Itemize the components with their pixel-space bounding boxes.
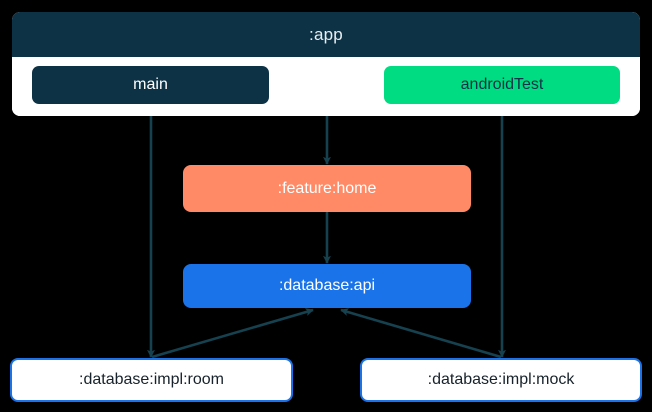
source-set-androidtest[interactable]: androidTest bbox=[384, 66, 620, 104]
node-database-impl-room[interactable]: :database:impl:room bbox=[10, 358, 293, 402]
app-module-title: :app bbox=[309, 24, 343, 44]
node-feature-home[interactable]: :feature:home bbox=[183, 165, 471, 212]
app-module-header: :app bbox=[12, 12, 640, 57]
edge-impl-room-to-database-api bbox=[151, 308, 314, 359]
source-set-main[interactable]: main bbox=[32, 66, 269, 104]
edge-impl-mock-to-database-api bbox=[340, 308, 502, 359]
node-database-api[interactable]: :database:api bbox=[183, 264, 471, 308]
app-source-sets: main androidTest bbox=[12, 57, 640, 116]
app-module-container[interactable]: :app main androidTest bbox=[12, 12, 640, 116]
node-database-impl-mock[interactable]: :database:impl:mock bbox=[360, 358, 642, 402]
